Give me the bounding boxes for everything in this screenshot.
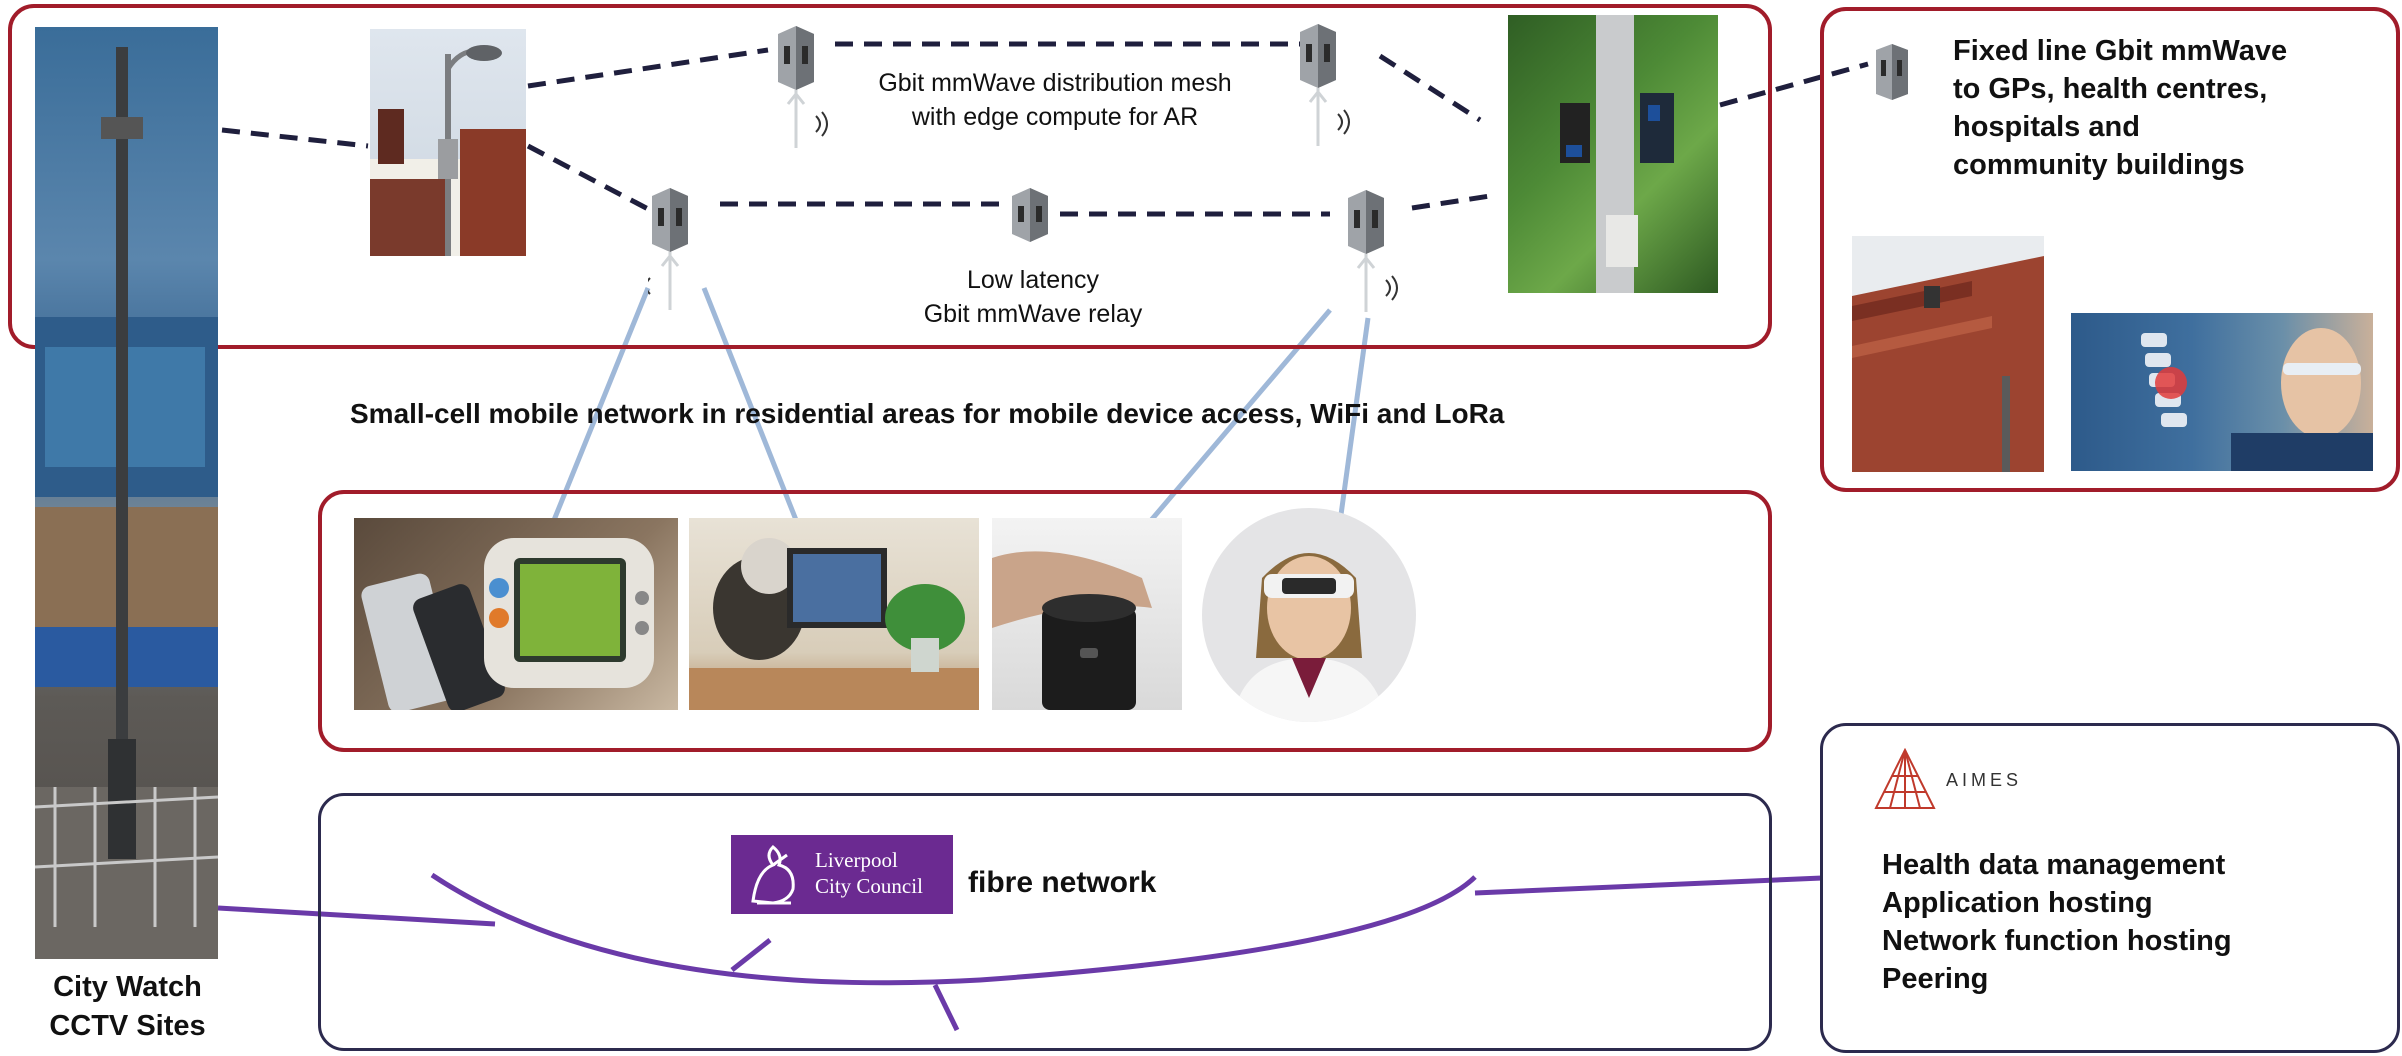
mesh-link-streetlight-node-a	[527, 47, 769, 89]
equipment-pole-photo	[1508, 15, 1718, 293]
fibre-link-down	[932, 983, 960, 1032]
mesh-link-node-e-pole	[1411, 193, 1491, 211]
relay-label: Low latency Gbit mmWave relay	[823, 263, 1243, 331]
access-link-3	[1128, 308, 1332, 547]
distribution-mesh-label-line2: with edge compute for AR	[911, 103, 1199, 131]
fixed-line-text: Fixed line Gbit mmWave to GPs, health ce…	[1953, 32, 2287, 184]
fixed-line-line-4: community buildings	[1953, 149, 2245, 181]
fixed-line-line-1: Fixed line Gbit mmWave	[1953, 35, 2288, 67]
small-cell-label: Small-cell mobile network in residential…	[350, 398, 1505, 429]
devices-box	[318, 490, 1772, 752]
fibre-network-label: fibre network	[968, 866, 1157, 899]
building-photo	[1852, 236, 2044, 472]
aimes-service-4: Peering	[1882, 963, 1989, 995]
fibre-link-aimes	[1474, 875, 1823, 896]
aimes-pyramid-icon	[1874, 748, 1936, 809]
lcc-logo-line2: City Council	[815, 874, 923, 898]
fixed-line-line-2: to GPs, health centres,	[1953, 73, 2268, 105]
aimes-logo: AIMES	[1872, 748, 2018, 812]
cctv-label-line2: CCTV Sites	[49, 1010, 206, 1042]
aimes-box	[1820, 723, 2400, 1053]
mesh-link-pole-fixed-line	[1719, 61, 1869, 108]
access-link-2	[701, 287, 803, 531]
fibre-link-cctv	[217, 905, 496, 927]
lcc-logo-text: Liverpool City Council	[815, 847, 923, 899]
aimes-logo-text: AIMES	[1946, 770, 2023, 790]
mesh-link-streetlight-node-c	[526, 143, 652, 213]
aimes-service-2: Application hosting	[1882, 887, 2153, 919]
mmwave-node-fixed-line	[1872, 42, 1912, 104]
cctv-label: City Watch CCTV Sites	[20, 968, 235, 1046]
aimes-services: Health data management Application hosti…	[1882, 846, 2232, 998]
relay-label-line1: Low latency	[966, 266, 1100, 294]
aimes-service-1: Health data management	[1882, 849, 2226, 881]
fixed-line-box	[1820, 7, 2400, 492]
lcc-logo-line1: Liverpool	[815, 848, 898, 872]
cctv-label-line1: City Watch	[53, 971, 202, 1003]
mmwave-node-a	[774, 24, 836, 150]
fibre-network-box	[318, 793, 1772, 1051]
liver-bird-icon	[751, 844, 795, 905]
relay-label-line2: Gbit mmWave relay	[923, 300, 1143, 328]
mmwave-node-c	[645, 186, 710, 312]
mesh-network-box	[8, 4, 1772, 349]
fibre-link-lcc	[730, 938, 772, 972]
mmwave-node-d	[1008, 186, 1054, 242]
distribution-mesh-label: Gbit mmWave distribution mesh with edge …	[845, 66, 1265, 134]
telehealth-device-photo	[354, 518, 678, 710]
ar-glasses-doctor-photo	[1202, 508, 1416, 722]
smart-button-photo	[992, 518, 1182, 710]
access-link-1	[547, 287, 651, 531]
mmwave-node-b	[1296, 22, 1358, 148]
fibre-ring	[430, 872, 1477, 986]
access-link-4	[1337, 317, 1371, 523]
video-call-photo	[689, 518, 979, 710]
streetlight-photo	[370, 29, 526, 256]
aimes-service-3: Network function hosting	[1882, 925, 2232, 957]
mesh-link-cctv-streetlight	[221, 127, 369, 149]
distribution-mesh-label-line1: Gbit mmWave distribution mesh	[878, 69, 1232, 97]
liverpool-city-council-logo: Liverpool City Council	[731, 835, 953, 914]
mmwave-node-e	[1344, 188, 1406, 314]
fixed-line-line-3: hospitals and	[1953, 111, 2140, 143]
cctv-pole-photo	[35, 27, 218, 959]
mesh-link-node-b-pole	[1378, 53, 1482, 123]
ar-surgeon-photo	[2071, 313, 2373, 471]
